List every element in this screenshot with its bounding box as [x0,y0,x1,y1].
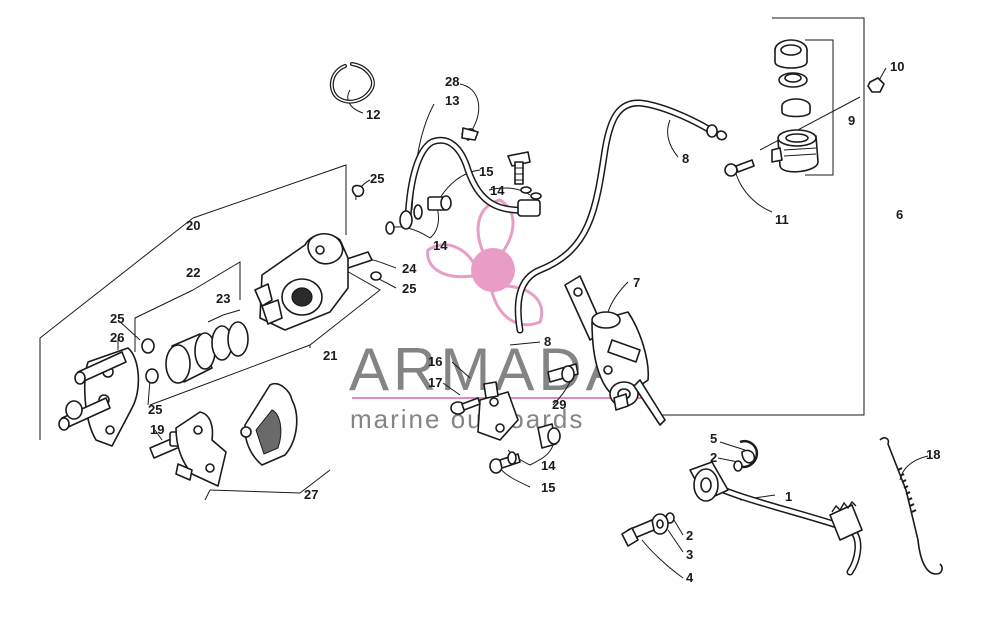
callout-1: 1 [785,489,792,504]
banjo-bolt-upper [507,151,531,185]
callout-7: 7 [633,275,640,290]
callout-14c: 14 [541,458,556,473]
callout-5: 5 [710,431,717,446]
callout-25c: 25 [110,311,124,326]
snap-ring [329,62,375,104]
vent-line [514,99,718,334]
callout-24: 24 [402,261,417,276]
callout-labels: 1 2 2 3 4 5 6 7 8 8 9 10 11 12 13 14 14 … [110,59,940,585]
brake-pad-outer [240,382,298,466]
callout-9: 9 [848,113,855,128]
callout-25d: 25 [148,402,162,417]
banjo-bolt-lower [489,451,521,474]
callout-2a: 2 [710,450,717,465]
callout-21: 21 [323,348,337,363]
reservoir-diaphragm [778,72,808,88]
sealing-washers [385,186,542,235]
callout-22: 22 [186,265,200,280]
callout-19: 19 [150,422,164,437]
callout-8b: 8 [544,334,551,349]
callout-13: 13 [445,93,459,108]
brake-pedal [689,461,863,576]
group-brackets [39,17,865,501]
callout-4: 4 [686,570,694,585]
hose-nut [867,77,885,93]
reservoir-body [771,129,819,173]
callout-26: 26 [110,330,124,345]
caliper-body [254,233,349,331]
callout-28: 28 [445,74,459,89]
callout-15a: 15 [479,164,493,179]
callout-11: 11 [775,212,789,227]
callout-25b: 25 [402,281,416,296]
callout-6: 6 [896,207,903,222]
bleeder-cap [351,184,365,198]
callout-10: 10 [890,59,904,74]
callout-15b: 15 [541,480,555,495]
reservoir-cap [774,39,808,69]
pedal-washer-large [651,513,669,535]
caliper-bracket [58,347,140,447]
piston-seals [211,321,249,361]
banjo-fitting-lower [537,423,561,449]
callout-17: 17 [428,375,442,390]
hose-clamp [461,127,479,141]
callout-23: 23 [216,291,230,306]
vent-clip [716,130,728,141]
caliper-piston [165,332,216,384]
callout-27: 27 [304,487,318,502]
callout-25a: 25 [370,171,384,186]
pushrod-fittings [547,363,629,411]
mount-plate [477,381,519,441]
brake-pad-inner [175,411,227,487]
callout-14b: 14 [433,238,448,253]
callout-16: 16 [428,354,442,369]
callout-20: 20 [186,218,200,233]
pedal-pivot-bolt [621,519,655,547]
callout-8a: 8 [682,151,689,166]
pedal-return-clip [734,439,759,469]
return-spring [879,437,943,575]
bracket-washers [141,338,159,384]
banjo-bolt-caliper [427,195,452,211]
callout-3: 3 [686,547,693,562]
callout-18: 18 [926,447,940,462]
bleeder-dust-cap [370,271,382,281]
watermark-logo-icon [426,198,544,327]
reservoir-screw [724,159,755,177]
callout-2b: 2 [686,528,693,543]
reservoir-gasket [781,98,811,118]
callout-14a: 14 [490,183,505,198]
master-cylinder [564,275,666,426]
callout-29: 29 [552,397,566,412]
plate-bolt [450,397,481,415]
callout-12: 12 [366,107,380,122]
